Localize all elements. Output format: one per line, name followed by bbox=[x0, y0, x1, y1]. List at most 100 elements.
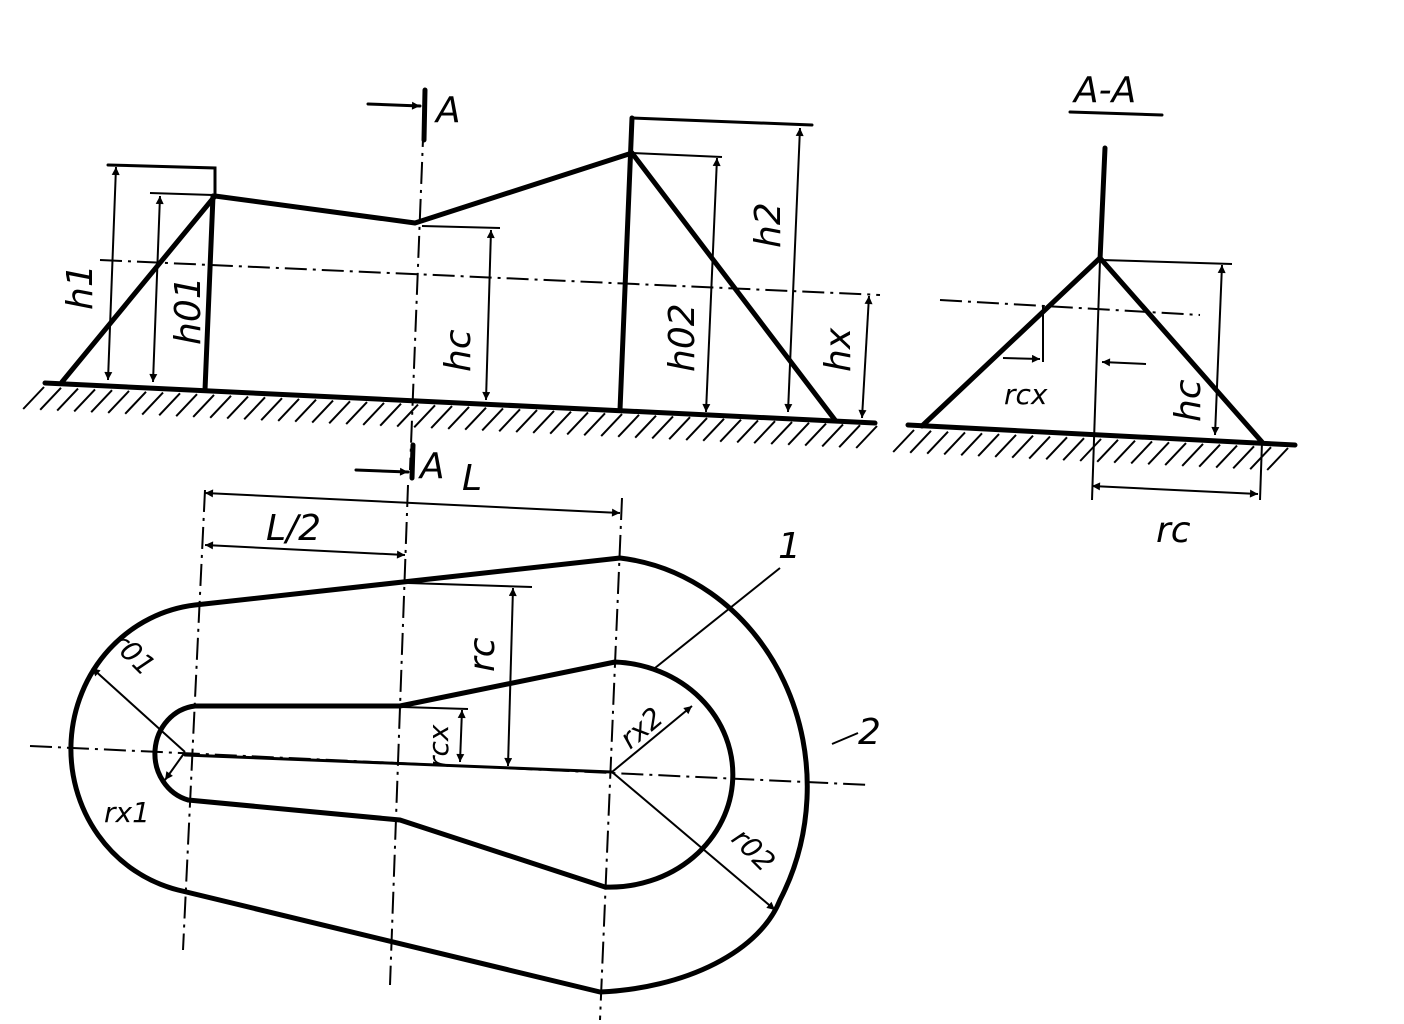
hatch-stroke bbox=[566, 411, 589, 436]
dim-r02 bbox=[611, 771, 776, 911]
right-box bbox=[630, 116, 814, 127]
plan-view bbox=[29, 484, 871, 1021]
ground-line bbox=[42, 380, 878, 426]
plan-rcx-ext bbox=[401, 706, 469, 710]
section-line bbox=[409, 87, 426, 471]
hatch-stroke bbox=[736, 419, 759, 444]
hatch-stroke bbox=[1164, 442, 1187, 466]
labels: A A A-A h1 h01 hc h02 h2 hx rcx hc rc L … bbox=[60, 70, 1209, 878]
hatch-stroke bbox=[464, 407, 487, 431]
label-section-bottom: A bbox=[418, 446, 445, 487]
hatch-stroke bbox=[379, 403, 402, 427]
hatch-stroke bbox=[892, 429, 915, 453]
label-L: L bbox=[462, 458, 482, 499]
hatch-stroke bbox=[175, 393, 198, 417]
left-wall bbox=[202, 193, 216, 393]
left-box bbox=[106, 163, 217, 198]
hatch-stroke bbox=[498, 408, 521, 432]
label-r02: r02 bbox=[725, 822, 782, 879]
dim-rc-plan bbox=[504, 587, 517, 767]
hatch-stroke bbox=[1215, 444, 1238, 469]
hatch-stroke bbox=[260, 397, 283, 421]
elevation-view bbox=[22, 87, 881, 481]
label-rc-plan: rc bbox=[462, 637, 503, 672]
hatch-stroke bbox=[909, 430, 932, 454]
dim-hc-ext bbox=[421, 225, 501, 229]
dim-h2 bbox=[784, 127, 804, 413]
hatch-stroke bbox=[90, 389, 113, 413]
hatch-stroke bbox=[994, 434, 1017, 458]
dim-L-half bbox=[204, 541, 406, 559]
hatch-stroke bbox=[960, 432, 983, 456]
hatch-stroke bbox=[943, 431, 966, 456]
hatch-stroke bbox=[158, 392, 181, 417]
label-rcx-plan: rcx bbox=[422, 724, 455, 768]
hatch-stroke bbox=[345, 401, 368, 425]
dim-h01 bbox=[149, 195, 164, 383]
plan-axis bbox=[29, 745, 871, 786]
hatch-stroke bbox=[413, 404, 436, 428]
dim-rcx-b bbox=[1101, 358, 1147, 367]
hatch-stroke bbox=[226, 395, 249, 420]
hatch-stroke bbox=[22, 386, 45, 410]
label-h02: h02 bbox=[662, 303, 703, 372]
hatch-stroke bbox=[926, 430, 949, 455]
label-section-top: A bbox=[434, 90, 461, 131]
label-hc-section: hc bbox=[1168, 379, 1209, 422]
hatch-stroke bbox=[838, 424, 861, 448]
leader-2 bbox=[831, 732, 859, 745]
hatch-stroke bbox=[549, 410, 572, 435]
hatch-stroke bbox=[277, 398, 300, 422]
label-h2: h2 bbox=[748, 202, 789, 248]
hatch-stroke bbox=[73, 388, 96, 413]
section-arrow-bottom bbox=[354, 467, 410, 476]
section-hatching bbox=[892, 429, 1289, 471]
plan-rc-ext bbox=[407, 582, 533, 588]
hatch-stroke bbox=[362, 402, 385, 426]
hatch-stroke bbox=[634, 414, 657, 439]
hatch-stroke bbox=[1130, 440, 1153, 465]
section-ground bbox=[905, 422, 1298, 448]
section-axis-vertical bbox=[1091, 259, 1101, 501]
hatch-stroke bbox=[583, 412, 606, 436]
hatch-stroke bbox=[1079, 438, 1102, 462]
section-mark-top bbox=[421, 87, 428, 143]
label-hc: hc bbox=[438, 329, 479, 372]
hatch-stroke bbox=[1232, 445, 1255, 470]
hatch-stroke bbox=[977, 433, 1000, 457]
dim-hc-section bbox=[1211, 264, 1226, 436]
section-arrow-top bbox=[366, 101, 422, 110]
hatch-stroke bbox=[1062, 437, 1085, 461]
hatch-stroke bbox=[481, 407, 504, 432]
label-rc-section: rc bbox=[1156, 510, 1191, 551]
label-callout-1: 1 bbox=[778, 526, 801, 567]
hatch-stroke bbox=[447, 406, 470, 430]
left-slope bbox=[59, 193, 218, 385]
ridge-line bbox=[212, 150, 635, 226]
section-axis bbox=[939, 299, 1201, 316]
plan-axis-right bbox=[599, 497, 623, 1021]
hatch-stroke bbox=[702, 418, 725, 442]
hatch-stroke bbox=[192, 394, 215, 418]
hatch-stroke bbox=[39, 387, 62, 411]
hatch-stroke bbox=[141, 391, 164, 416]
inner-slot bbox=[152, 659, 736, 890]
hatch-stroke bbox=[651, 415, 674, 440]
dim-L bbox=[204, 489, 621, 517]
hatch-stroke bbox=[753, 420, 776, 444]
section-triangle bbox=[919, 255, 1265, 445]
hatch-stroke bbox=[821, 423, 844, 448]
label-r01: r01 bbox=[105, 626, 162, 683]
dim-rcx-plan bbox=[456, 709, 466, 763]
hatch-stroke bbox=[1045, 436, 1068, 461]
label-rx2: rx2 bbox=[613, 701, 669, 756]
hatch-stroke bbox=[532, 410, 555, 434]
hatch-stroke bbox=[124, 391, 147, 415]
right-slope bbox=[629, 150, 838, 423]
label-section-view: A-A bbox=[1072, 70, 1136, 111]
hatch-stroke bbox=[209, 395, 232, 419]
hatch-stroke bbox=[294, 399, 317, 423]
dim-h02 bbox=[702, 157, 721, 413]
hatch-stroke bbox=[804, 422, 827, 447]
hatch-stroke bbox=[107, 390, 130, 414]
